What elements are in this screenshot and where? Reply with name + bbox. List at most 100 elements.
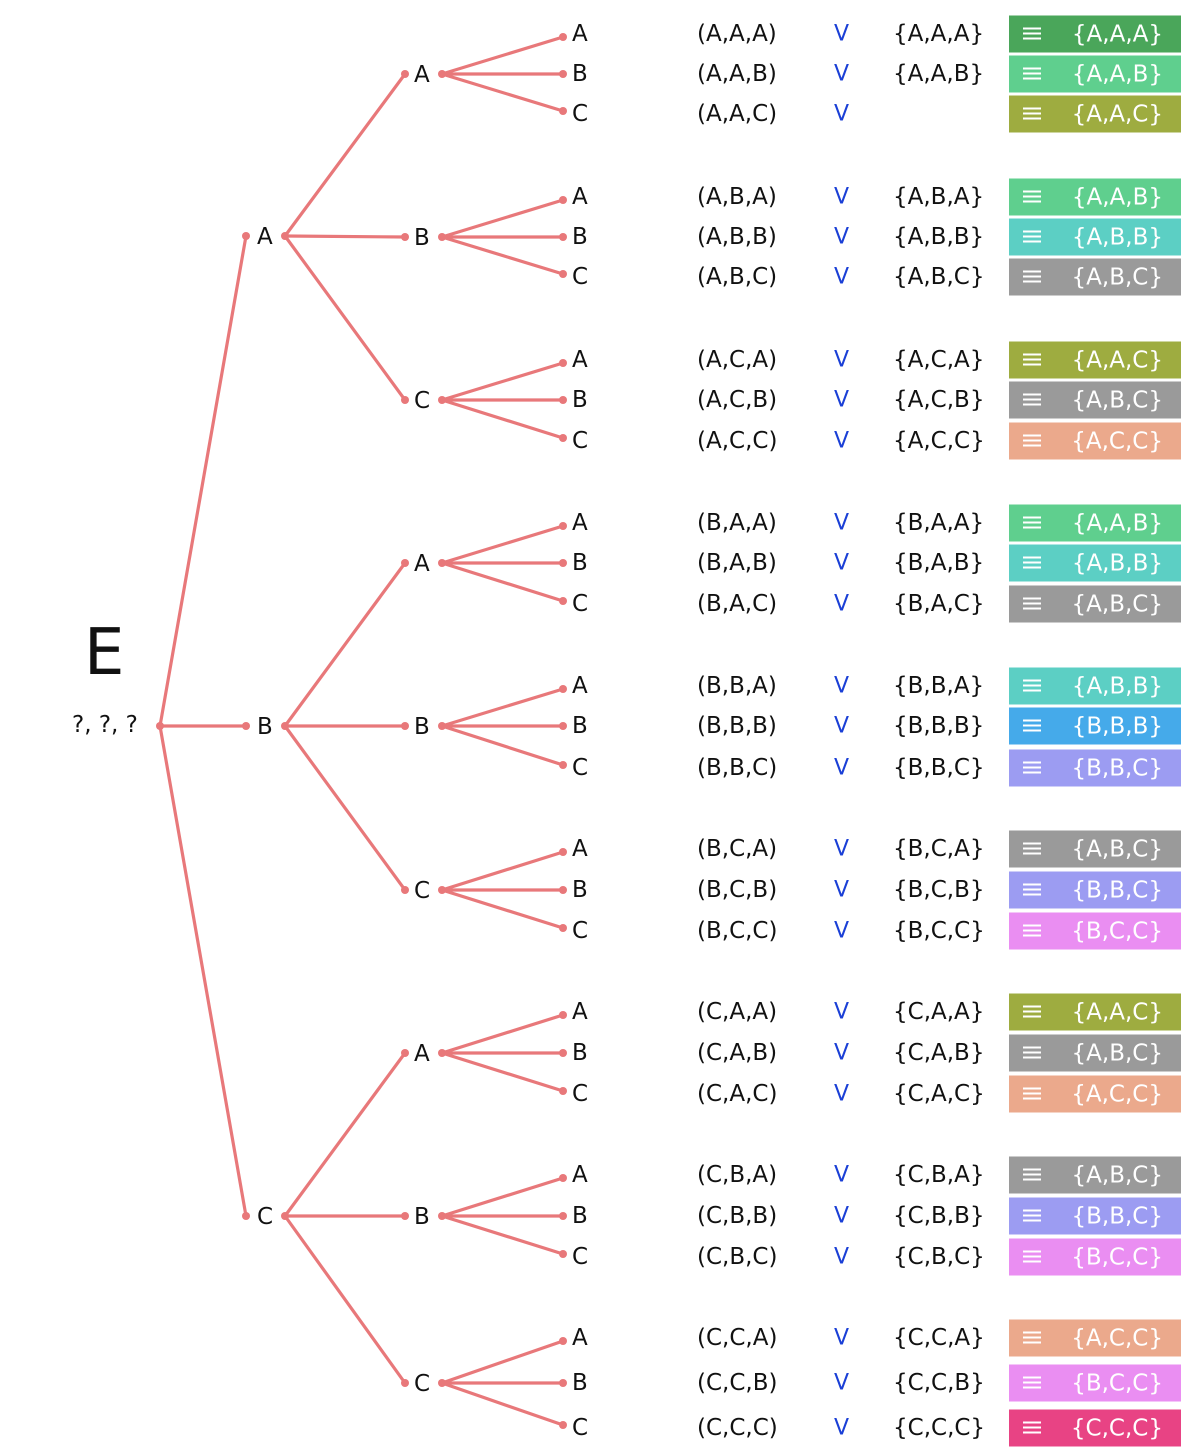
check-mark-icon: V: [834, 1162, 850, 1188]
hamburger-icon[interactable]: [1023, 1419, 1041, 1437]
multiset-bar[interactable]: {A,B,B}: [1009, 667, 1181, 705]
unordered-set: {C,C,B}: [893, 1370, 985, 1396]
hamburger-icon[interactable]: [1023, 351, 1041, 369]
check-mark-icon: V: [834, 347, 850, 373]
ordered-tuple: (C,B,C): [697, 1244, 778, 1270]
multiset-bar[interactable]: {A,B,C}: [1009, 381, 1181, 419]
multiset-bar[interactable]: {A,C,C}: [1009, 1319, 1181, 1357]
hamburger-icon[interactable]: [1023, 1248, 1041, 1266]
node-leaf: [559, 233, 567, 241]
node-level2: [401, 886, 409, 894]
unordered-set: {A,B,B}: [893, 224, 985, 250]
node-leaf: [559, 848, 567, 856]
multiset-bar[interactable]: {A,B,C}: [1009, 258, 1181, 296]
hamburger-icon[interactable]: [1023, 1085, 1041, 1103]
hamburger-icon[interactable]: [1023, 840, 1041, 858]
multiset-label: {A,B,B}: [1071, 673, 1163, 699]
branch-level2-to-leaf: [440, 235, 565, 276]
node-label-leaf: B: [572, 877, 588, 903]
hamburger-icon[interactable]: [1023, 1207, 1041, 1225]
multiset-bar[interactable]: {A,A,C}: [1009, 341, 1181, 379]
hamburger-icon[interactable]: [1023, 595, 1041, 613]
multiset-bar[interactable]: {A,A,C}: [1009, 95, 1181, 133]
node-label-level2: A: [414, 1041, 430, 1067]
multiset-bar[interactable]: {A,B,C}: [1009, 830, 1181, 868]
node-label-level2: B: [414, 225, 430, 251]
root-label: ?, ?, ?: [72, 712, 138, 738]
hamburger-icon[interactable]: [1023, 1003, 1041, 1021]
branch-level1-to-level2: [283, 234, 407, 239]
hamburger-icon[interactable]: [1023, 65, 1041, 83]
hamburger-icon[interactable]: [1023, 1044, 1041, 1062]
branch-level1-to-level2: [283, 234, 407, 402]
check-mark-icon: V: [834, 1203, 850, 1229]
unordered-set: {A,B,C}: [893, 264, 985, 290]
hamburger-icon[interactable]: [1023, 717, 1041, 735]
hamburger-icon[interactable]: [1023, 432, 1041, 450]
multiset-label: {A,A,B}: [1071, 510, 1163, 536]
node-leaf: [559, 1174, 567, 1182]
hamburger-icon[interactable]: [1023, 1166, 1041, 1184]
unordered-set: {C,B,C}: [893, 1244, 985, 1270]
hamburger-icon[interactable]: [1023, 922, 1041, 940]
hamburger-icon[interactable]: [1023, 1374, 1041, 1392]
multiset-label: {A,B,B}: [1071, 224, 1163, 250]
branch-level2-to-leaf: [440, 850, 565, 892]
node-label-leaf: C: [572, 591, 589, 617]
node-label-leaf: A: [572, 184, 588, 210]
multiset-bar[interactable]: {C,C,C}: [1009, 1409, 1181, 1447]
unordered-set: {B,C,C}: [893, 918, 985, 944]
check-mark-icon: V: [834, 755, 850, 781]
node-label-level2: C: [414, 1371, 431, 1397]
branch-level2-to-leaf: [440, 1176, 565, 1218]
multiset-bar[interactable]: {B,C,C}: [1009, 912, 1181, 950]
node-label-leaf: B: [572, 387, 588, 413]
unordered-set: {C,A,A}: [893, 999, 985, 1025]
hamburger-icon[interactable]: [1023, 677, 1041, 695]
branch-level2-to-leaf: [440, 1381, 565, 1427]
node-label-leaf: A: [572, 836, 588, 862]
multiset-bar[interactable]: {A,C,C}: [1009, 1075, 1181, 1113]
multiset-bar[interactable]: {A,B,B}: [1009, 218, 1181, 256]
multiset-bar[interactable]: {A,B,C}: [1009, 1034, 1181, 1072]
node-label-leaf: C: [572, 755, 589, 781]
node-leaf: [559, 396, 567, 404]
multiset-bar[interactable]: {B,B,C}: [1009, 871, 1181, 909]
hamburger-icon[interactable]: [1023, 881, 1041, 899]
multiset-bar[interactable]: {A,B,B}: [1009, 544, 1181, 582]
multiset-bar[interactable]: {B,B,C}: [1009, 749, 1181, 787]
multiset-bar[interactable]: {B,B,C}: [1009, 1197, 1181, 1235]
hamburger-icon[interactable]: [1023, 391, 1041, 409]
multiset-bar[interactable]: {A,A,B}: [1009, 504, 1181, 542]
multiset-bar[interactable]: {A,B,C}: [1009, 585, 1181, 623]
multiset-bar[interactable]: {A,A,A}: [1009, 15, 1181, 53]
multiset-bar[interactable]: {A,C,C}: [1009, 422, 1181, 460]
multiset-bar[interactable]: {B,B,B}: [1009, 707, 1181, 745]
multiset-bar[interactable]: {A,A,B}: [1009, 55, 1181, 93]
multiset-bar[interactable]: {A,A,C}: [1009, 993, 1181, 1031]
node-label-leaf: C: [572, 428, 589, 454]
multiset-bar[interactable]: {B,C,C}: [1009, 1238, 1181, 1276]
unordered-set: {A,B,A}: [893, 184, 985, 210]
multiset-label: {C,C,C}: [1070, 1415, 1163, 1441]
multiset-label: {A,C,C}: [1071, 1081, 1163, 1107]
hamburger-icon[interactable]: [1023, 759, 1041, 777]
unordered-set: {A,A,B}: [893, 61, 985, 87]
unordered-set: {B,A,B}: [893, 550, 985, 576]
hamburger-icon[interactable]: [1023, 1329, 1041, 1347]
branch-level1-to-level2: [283, 72, 407, 238]
multiset-bar[interactable]: {A,A,B}: [1009, 178, 1181, 216]
node-label-leaf: B: [572, 224, 588, 250]
node-leaf: [559, 270, 567, 278]
hamburger-icon[interactable]: [1023, 554, 1041, 572]
hamburger-icon[interactable]: [1023, 25, 1041, 43]
hamburger-icon[interactable]: [1023, 188, 1041, 206]
multiset-bar[interactable]: {A,B,C}: [1009, 1156, 1181, 1194]
node-leaf: [559, 107, 567, 115]
hamburger-icon[interactable]: [1023, 514, 1041, 532]
multiset-bar[interactable]: {B,C,C}: [1009, 1364, 1181, 1402]
hamburger-icon[interactable]: [1023, 105, 1041, 123]
hamburger-icon[interactable]: [1023, 268, 1041, 286]
hamburger-icon[interactable]: [1023, 228, 1041, 246]
multiset-label: {A,A,C}: [1071, 101, 1163, 127]
